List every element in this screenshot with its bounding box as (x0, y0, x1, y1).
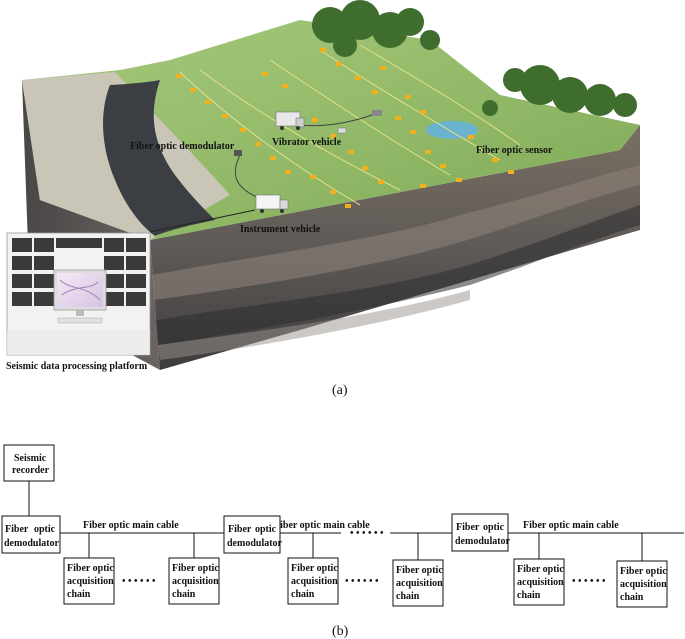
small-vehicle (372, 110, 382, 116)
tree-cluster (312, 0, 637, 117)
sensor-markers (176, 48, 514, 208)
acquisition-chain-box: Fiber optic acquisition chain (168, 557, 220, 605)
svg-text:chain: chain (517, 590, 541, 601)
acquisition-chain-box: Fiber optic acquisition chain (513, 558, 565, 606)
acquisition-chain-box: Fiber optic acquisition chain (63, 557, 115, 605)
small-vehicle (337, 127, 347, 134)
svg-text:acquisition: acquisition (517, 577, 564, 588)
svg-text:Fiber optic: Fiber optic (172, 563, 219, 574)
road (103, 80, 215, 236)
svg-text:Fiber optic: Fiber optic (67, 563, 114, 574)
svg-text:optic: optic (34, 524, 56, 535)
ellipsis-chains-3: • • • • • • (572, 576, 606, 587)
svg-text:chain: chain (172, 589, 196, 600)
acquisition-chain-box: Fiber optic acquisition chain (392, 559, 444, 607)
vibrator-vehicle (275, 111, 305, 130)
caption-a: (a) (332, 383, 348, 398)
main-cable-label-3: Fiber optic main cable (523, 520, 619, 531)
strata-light-band (158, 290, 470, 360)
svg-text:optic: optic (483, 522, 505, 533)
fiber-network-diagram: Seismic recorder Fiber optic main cable … (1, 444, 684, 639)
label-fiber-optic-sensor: Fiber optic sensor (476, 145, 553, 156)
demodulator-box: Fiber optic demodulator (451, 513, 511, 552)
svg-text:acquisition: acquisition (396, 578, 443, 589)
svg-text:demodulator: demodulator (227, 538, 283, 549)
caption-b: (b) (332, 624, 349, 639)
ellipsis-cable: • • • • • • (350, 528, 384, 539)
svg-text:chain: chain (396, 591, 420, 602)
svg-text:Fiber: Fiber (456, 522, 480, 533)
seismic-recorder-box: Seismic recorder (3, 444, 55, 482)
svg-text:Fiber optic: Fiber optic (291, 563, 338, 574)
svg-text:acquisition: acquisition (291, 576, 338, 587)
svg-text:optic: optic (255, 524, 277, 535)
svg-text:Fiber: Fiber (5, 524, 29, 535)
main-cable-label-1: Fiber optic main cable (83, 520, 179, 531)
demodulator-box (234, 150, 242, 156)
svg-text:acquisition: acquisition (172, 576, 219, 587)
svg-text:acquisition: acquisition (620, 579, 667, 590)
svg-text:demodulator: demodulator (455, 536, 511, 547)
instrument-vehicle (255, 194, 289, 213)
demodulator-box: Fiber optic demodulator (1, 515, 61, 554)
demodulator-box: Fiber optic demodulator (223, 515, 283, 554)
recorder-line2: recorder (12, 465, 50, 476)
acquisition-chain-box: Fiber optic acquisition chain (287, 557, 339, 605)
svg-text:chain: chain (67, 589, 91, 600)
recorder-line1: Seismic (14, 453, 47, 464)
seismic-acquisition-scene: Fiber optic demodulator Vibrator vehicle… (6, 0, 640, 398)
main-cable-label-2: Fiber optic main cable (274, 520, 370, 531)
acquisition-chain-box: Fiber optic acquisition chain (616, 560, 668, 608)
processing-platform-inset (6, 232, 151, 356)
ellipsis-chains-1: • • • • • • (122, 576, 156, 587)
svg-text:Fiber optic: Fiber optic (620, 566, 667, 577)
strata-dark-band (156, 205, 640, 345)
svg-text:chain: chain (620, 592, 644, 603)
svg-text:chain: chain (291, 589, 315, 600)
label-processing-platform: Seismic data processing platform (6, 361, 148, 372)
pond (426, 121, 478, 139)
svg-text:acquisition: acquisition (67, 576, 114, 587)
svg-text:demodulator: demodulator (4, 538, 60, 549)
label-fiber-optic-demodulator: Fiber optic demodulator (130, 141, 235, 152)
svg-text:Fiber optic: Fiber optic (517, 564, 564, 575)
strata-band (152, 165, 640, 300)
label-instrument-vehicle: Instrument vehicle (240, 224, 321, 235)
svg-text:Fiber: Fiber (228, 524, 252, 535)
ellipsis-chains-2: • • • • • • (345, 576, 379, 587)
svg-text:Fiber optic: Fiber optic (396, 565, 443, 576)
label-vibrator-vehicle: Vibrator vehicle (272, 137, 342, 148)
platform-connector-line (149, 209, 256, 233)
chain-drop-lines (88, 533, 643, 561)
